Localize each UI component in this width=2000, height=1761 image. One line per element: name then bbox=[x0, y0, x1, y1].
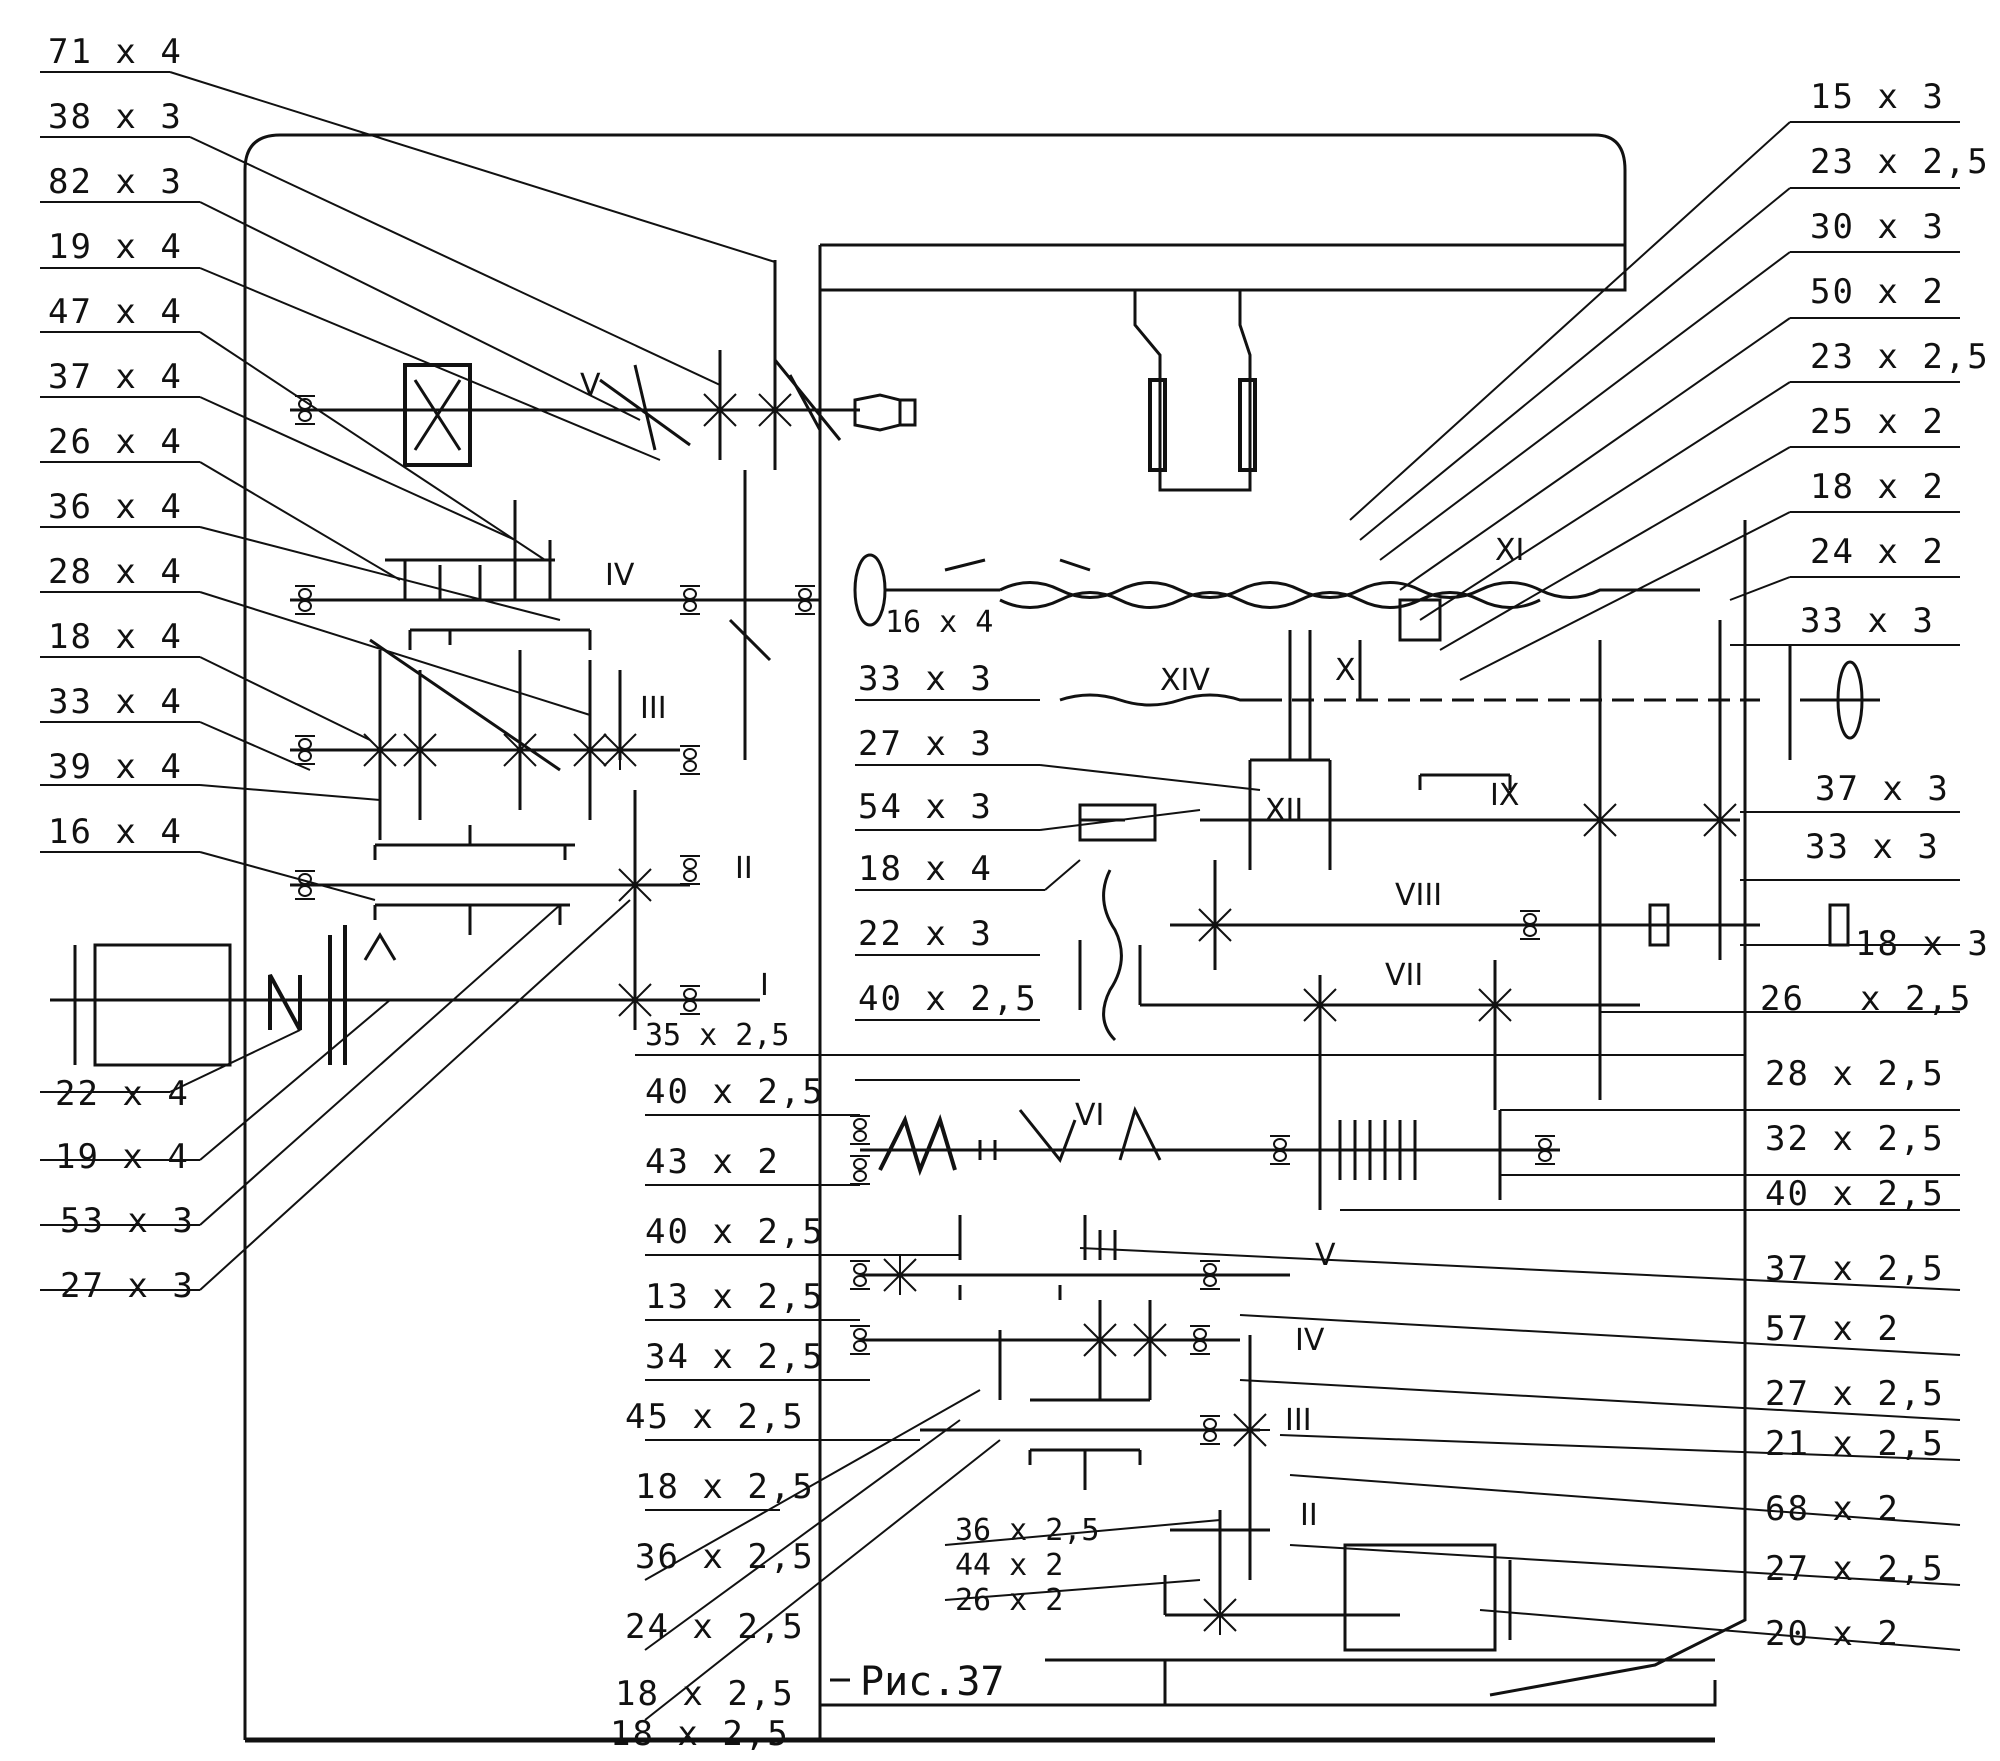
gear-label: 18 x 4 bbox=[858, 849, 993, 889]
gear-label: 36 x 2,5 bbox=[955, 1513, 1100, 1548]
spindle-gearbox bbox=[50, 260, 917, 1067]
shaft-label: XII bbox=[1265, 793, 1303, 828]
gear-label: 27 x 2,5 bbox=[1765, 1374, 1945, 1414]
shaft-label: III bbox=[1285, 1403, 1312, 1438]
gear-label: 71 x 4 bbox=[48, 32, 183, 72]
gear-label: 25 x 2 bbox=[1810, 402, 1945, 442]
gear-label: 18 x 4 bbox=[48, 617, 183, 657]
gear-label: 39 x 4 bbox=[48, 747, 183, 787]
gear-label: 33 x 3 bbox=[1805, 827, 1940, 867]
gear-label: 18 x 2,5 bbox=[615, 1674, 795, 1714]
shaft-label: II bbox=[735, 851, 753, 886]
gear-label: 44 x 2 bbox=[955, 1548, 1063, 1583]
gear-label: 16 x 4 bbox=[48, 812, 183, 852]
shaft-label: XIV bbox=[1160, 663, 1210, 698]
gear-label: 33 x 3 bbox=[1800, 601, 1935, 641]
gear-label: 27 x 2,5 bbox=[1765, 1549, 1945, 1589]
bearing-symbols bbox=[295, 395, 1555, 1445]
gear-label: 40 x 2,5 bbox=[1765, 1174, 1945, 1214]
shaft-label: II bbox=[1300, 1498, 1318, 1533]
gear-label: 34 x 2,5 bbox=[645, 1337, 825, 1377]
middle-labels: 16 x 4 33 x 3 27 x 3 54 x 3 18 x 4 22 x … bbox=[610, 605, 1100, 1754]
gear-label: 22 x 3 bbox=[858, 914, 993, 954]
gear-label: 47 x 4 bbox=[48, 292, 183, 332]
gear-label: x 2,5 bbox=[1860, 979, 1972, 1019]
leader-lines bbox=[40, 71, 1961, 1721]
shaft-label: VI bbox=[1075, 1098, 1104, 1133]
shaft-label: VIII bbox=[1395, 878, 1442, 913]
machine-frame bbox=[243, 133, 1747, 1743]
gear-label: 36 x 2,5 bbox=[635, 1537, 815, 1577]
shaft-label: IV bbox=[1295, 1323, 1325, 1358]
gear-label: 28 x 4 bbox=[48, 552, 183, 592]
gear-label: 43 x 2 bbox=[645, 1142, 780, 1182]
figure-caption: Рис.37 bbox=[860, 1659, 1005, 1705]
gear-label: 40 x 2,5 bbox=[645, 1072, 825, 1112]
gear-label: 54 x 3 bbox=[858, 787, 993, 827]
gear-label: 20 x 2 bbox=[1765, 1614, 1900, 1654]
gear-label: 32 x 2,5 bbox=[1765, 1119, 1945, 1159]
gear-label: 37 x 4 bbox=[48, 357, 183, 397]
lower-feedbox bbox=[860, 1100, 1560, 1652]
gear-label: 23 x 2,5 bbox=[1810, 337, 1990, 377]
gear-label: 28 x 2,5 bbox=[1765, 1054, 1945, 1094]
gear-label: 13 x 2,5 bbox=[645, 1277, 825, 1317]
shaft-label: V bbox=[1315, 1238, 1336, 1273]
shaft-label: IV bbox=[605, 558, 635, 593]
gear-label: 26 bbox=[1760, 979, 1805, 1019]
gear-label: 37 x 2,5 bbox=[1765, 1249, 1945, 1289]
gear-label: 50 x 2 bbox=[1810, 272, 1945, 312]
gear-label: 57 x 2 bbox=[1765, 1309, 1900, 1349]
shaft-label: I bbox=[760, 968, 769, 1003]
gear-label: 45 x 2,5 bbox=[625, 1397, 805, 1437]
left-labels: 71 x 4 38 x 3 82 x 3 19 x 4 47 x 4 37 x … bbox=[48, 32, 195, 1306]
gear-label: 38 x 3 bbox=[48, 97, 183, 137]
gear-label: 16 x 4 bbox=[885, 605, 993, 640]
shaft-label: III bbox=[640, 691, 667, 726]
feed-gearbox bbox=[853, 553, 1880, 1110]
shaft-label: X bbox=[1335, 653, 1356, 688]
shaft-labels: I II III IV V VI VII VIII IX X XI XII XI… bbox=[580, 368, 1524, 1533]
gear-label: 30 x 3 bbox=[1810, 207, 1945, 247]
gear-label: 82 x 3 bbox=[48, 162, 183, 202]
gear-label: 18 x 2,5 bbox=[635, 1467, 815, 1507]
gear-label: 33 x 4 bbox=[48, 682, 183, 722]
gear-label: 33 x 3 bbox=[858, 659, 993, 699]
gear-label: 18 x 2,5 bbox=[610, 1714, 790, 1754]
shaft-label: VII bbox=[1385, 958, 1423, 993]
gear-label: 26 x 4 bbox=[48, 422, 183, 462]
gear-label: 40 x 2,5 bbox=[645, 1212, 825, 1252]
gear-label: 19 x 4 bbox=[48, 227, 183, 267]
gear-label: 40 x 2,5 bbox=[858, 979, 1038, 1019]
gear-label: 37 x 3 bbox=[1815, 769, 1950, 809]
gear-label: 18 x 2 bbox=[1810, 467, 1945, 507]
gear-label: 18 x 3 bbox=[1855, 924, 1990, 964]
gear-label: 26 x 2 bbox=[955, 1583, 1063, 1618]
shaft-label: IX bbox=[1490, 778, 1519, 813]
gear-label: 19 x 4 bbox=[55, 1137, 190, 1177]
gear-label: 27 x 3 bbox=[858, 724, 993, 764]
gear-label: 21 x 2,5 bbox=[1765, 1424, 1945, 1464]
gear-label: 35 x 2,5 bbox=[645, 1018, 790, 1053]
gear-label: 68 x 2 bbox=[1765, 1489, 1900, 1529]
shaft-label: V bbox=[580, 368, 601, 403]
right-labels: 15 x 3 23 x 2,5 30 x 3 50 x 2 23 x 2,5 2… bbox=[1760, 77, 1990, 1654]
gear-label: 23 x 2,5 bbox=[1810, 142, 1990, 182]
gear-label: 53 x 3 bbox=[60, 1201, 195, 1241]
gear-label: 27 x 3 bbox=[60, 1266, 195, 1306]
shaft-label: XI bbox=[1495, 533, 1524, 568]
gear-label: 24 x 2,5 bbox=[625, 1607, 805, 1647]
gear-label: 24 x 2 bbox=[1810, 532, 1945, 572]
gear-label: 15 x 3 bbox=[1810, 77, 1945, 117]
gear-mesh-marks bbox=[360, 390, 1740, 1635]
gear-label: 36 x 4 bbox=[48, 487, 183, 527]
gear-label: 22 x 4 bbox=[55, 1074, 190, 1114]
